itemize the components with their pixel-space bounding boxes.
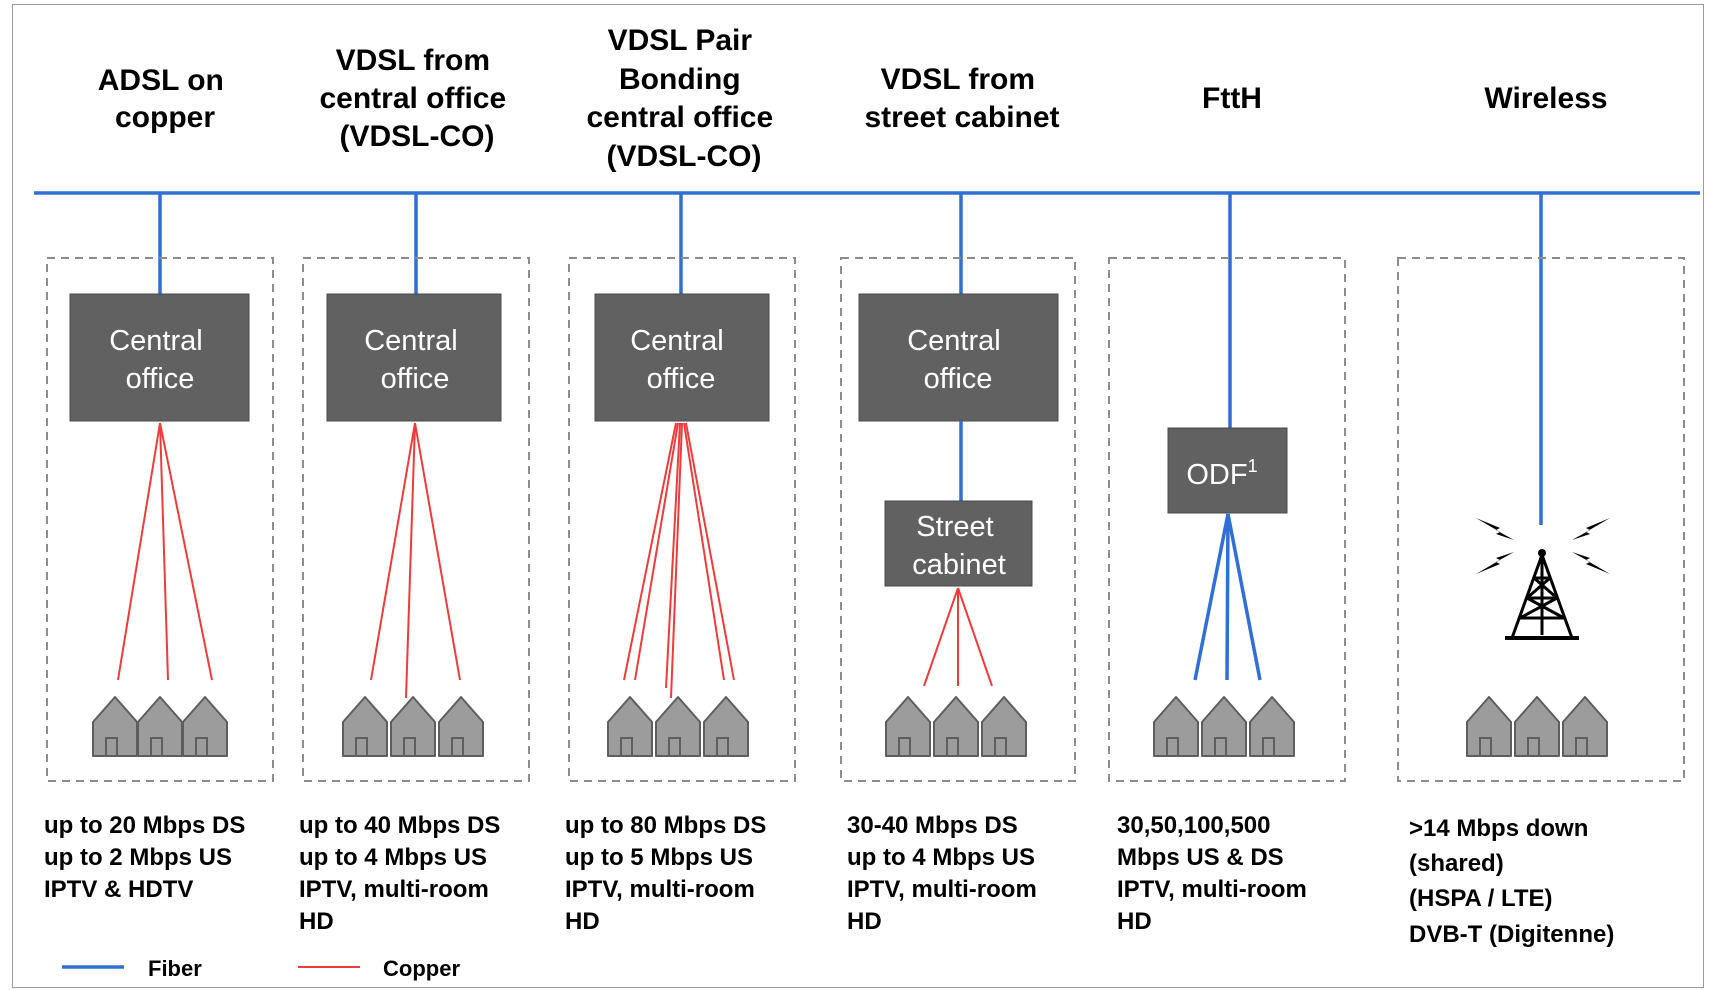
legend: Fiber Copper [62,956,460,981]
fiber-lines [1193,513,1262,681]
house-icon [438,696,484,757]
column-vdsl-pair-bonding: VDSL Pair Bonding central office (VDSL-C… [565,24,796,935]
column-title: ADSL on copper [98,64,232,134]
copper-lines [923,587,993,687]
house-icon [342,696,388,757]
house-icon [1153,696,1199,757]
radio-tower-icon [1505,549,1579,640]
odf-box [1167,427,1288,514]
column-vdsl-co: VDSL from central office (VDSL-CO) Centr… [299,44,530,935]
central-office-box [326,293,502,422]
houses-group [885,696,1027,757]
dashed-group-border [1397,257,1685,782]
house-icon [885,696,931,757]
central-office-label: Central office [907,325,1009,395]
house-icon [182,696,228,757]
diagram-frame [12,4,1704,988]
house-icon [703,696,749,757]
central-office-box [858,293,1059,422]
house-icon [1249,696,1295,757]
house-icon [607,696,653,757]
central-office-label: Central office [109,325,211,395]
house-icon [655,696,701,757]
house-icon [1201,696,1247,757]
houses-group [607,696,749,757]
column-title: FttH [1202,82,1262,115]
houses-group [92,696,228,757]
column-title: VDSL Pair Bonding central office (VDSL-C… [586,24,781,173]
column-title: Wireless [1484,82,1607,115]
legend-fiber-label: Fiber [148,956,202,981]
column-title: VDSL from street cabinet [864,63,1059,134]
street-cabinet-label: Street cabinet [912,511,1006,581]
column-caption: 30,50,100,500 Mbps US & DS IPTV, multi-r… [1117,812,1313,935]
column-adsl: ADSL on copper Central office up to 20 M… [44,64,274,903]
central-office-label: Central office [364,325,466,395]
central-office-box [594,293,770,422]
copper-lines [623,422,735,699]
column-ftth: FttH ODF1 30,50,100,500 Mbps US & DS IPT… [1108,82,1346,935]
dashed-group-border [46,257,274,782]
central-office-label: Central office [630,325,732,395]
houses-group [342,696,484,757]
house-icon [1514,696,1560,757]
house-icon [981,696,1027,757]
house-icon [390,696,436,757]
dashed-group-border [302,257,530,782]
column-caption: up to 20 Mbps DS up to 2 Mbps US IPTV & … [44,812,252,903]
column-caption: 30-40 Mbps DS up to 4 Mbps US IPTV, mult… [847,812,1043,935]
signal-bolt-icons [1476,518,1610,574]
odf-label: ODF1 [1186,456,1257,491]
house-icon [933,696,979,757]
dashed-group-border [568,257,796,782]
copper-lines [370,422,461,699]
house-icon [1466,696,1512,757]
legend-copper-label: Copper [383,956,460,981]
copper-lines [117,422,213,681]
dashed-group-border [1108,257,1346,782]
column-title: VDSL from central office (VDSL-CO) [319,44,514,153]
central-office-box [69,293,250,422]
dashed-group-border [840,257,1076,782]
column-caption: up to 40 Mbps DS up to 4 Mbps US IPTV, m… [299,812,507,935]
house-icon [1562,696,1608,757]
column-wireless: Wireless >14 Mbps down (shared) [1397,82,1685,948]
column-caption: up to 80 Mbps DS up to 5 Mbps US IPTV, m… [565,812,773,935]
column-caption: >14 Mbps down (shared) (HSPA / LTE) DVB-… [1409,815,1614,948]
house-icon [137,696,183,757]
house-icon [92,696,138,757]
houses-group [1153,696,1295,757]
houses-group [1466,696,1608,757]
street-cabinet-box [884,500,1033,587]
column-vdsl-street-cabinet: VDSL from street cabinet Central office … [840,63,1076,935]
